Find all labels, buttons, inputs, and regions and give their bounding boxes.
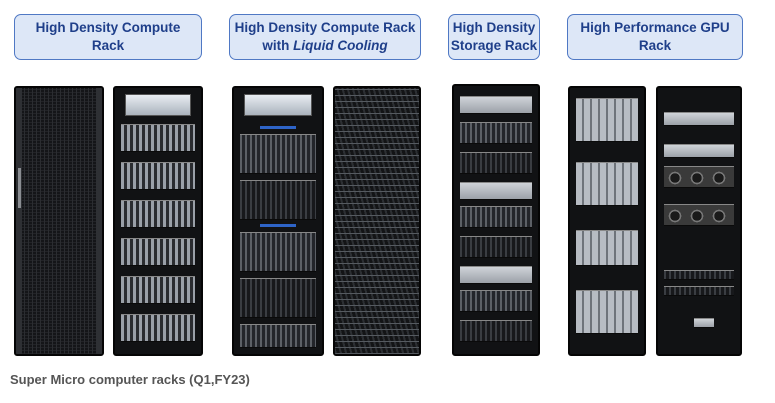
server-unit [240, 324, 316, 348]
network-switch [664, 286, 734, 296]
gpu-server [576, 162, 638, 206]
status-strip [260, 126, 296, 129]
rack-compute-open [113, 86, 203, 356]
server-unit [240, 232, 316, 272]
rack-gpu-front [568, 86, 646, 356]
coolant-hoses [335, 88, 419, 354]
rack-liquid-rear [333, 86, 421, 356]
storage-unit [460, 266, 532, 284]
pdu [694, 318, 714, 328]
label-emphasis: Liquid Cooling [293, 38, 388, 53]
gpu-server [664, 112, 734, 126]
rack-liquid-front [232, 86, 324, 356]
gpu-server [664, 144, 734, 158]
label-line: High Density [452, 20, 536, 35]
rack-frame [96, 88, 102, 354]
rack-top-panel [244, 94, 312, 116]
label-high-density-compute-rack: High Density Compute Rack [14, 14, 202, 60]
label-prefix: with [262, 38, 294, 53]
network-switch [664, 270, 734, 280]
label-line: High Performance GPU [580, 20, 730, 35]
label-line: Rack [91, 38, 125, 53]
label-line: with Liquid Cooling [262, 37, 387, 55]
label-line: High Density Compute [35, 20, 181, 35]
server-unit [121, 238, 195, 266]
gpu-server [576, 98, 638, 142]
rack-compute-front-door [14, 86, 104, 356]
server-unit [121, 162, 195, 190]
storage-unit [460, 320, 532, 342]
server-unit [121, 200, 195, 228]
rack-gpu-rear [656, 86, 742, 356]
rack-handle [18, 168, 21, 208]
rack-storage [452, 84, 540, 356]
server-unit [121, 314, 195, 342]
storage-unit [460, 152, 532, 174]
gpu-server [576, 230, 638, 266]
fan-tray [664, 166, 734, 188]
label-line: Storage Rack [450, 38, 538, 53]
server-unit [121, 276, 195, 304]
server-unit [240, 134, 316, 174]
rack-mesh-door [16, 88, 102, 354]
label-storage-rack: High Density Storage Rack [448, 14, 540, 60]
rack-top-panel [125, 94, 191, 116]
server-unit [121, 124, 195, 152]
storage-unit [460, 290, 532, 312]
server-unit [240, 180, 316, 220]
storage-unit [460, 122, 532, 144]
label-line: Rack [638, 38, 672, 53]
storage-unit [460, 236, 532, 258]
server-unit [240, 278, 316, 318]
status-strip [260, 224, 296, 227]
gpu-server [576, 290, 638, 334]
storage-unit [460, 182, 532, 200]
fan-tray [664, 204, 734, 226]
storage-unit [460, 206, 532, 228]
storage-unit [460, 96, 532, 114]
label-liquid-cooling-rack: High Density Compute Rack with Liquid Co… [229, 14, 421, 60]
label-line: High Density Compute Rack [234, 20, 416, 35]
figure-caption: Super Micro computer racks (Q1,FY23) [10, 372, 250, 387]
rack-frame [16, 88, 22, 354]
label-gpu-rack: High Performance GPU Rack [567, 14, 743, 60]
